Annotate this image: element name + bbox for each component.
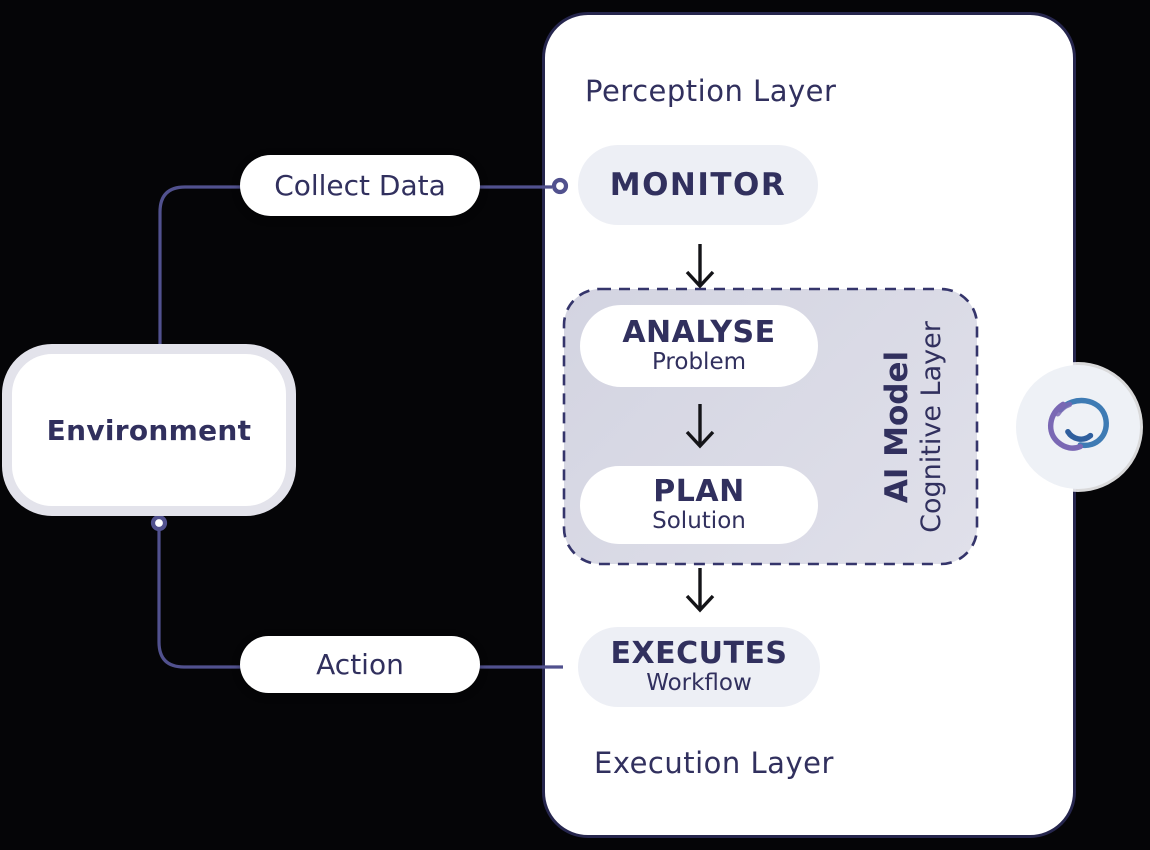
collect-data-node: Collect Data xyxy=(240,155,480,216)
ai-model-label: AI Model xyxy=(878,350,915,504)
cognitive-layer-label: Cognitive Layer xyxy=(915,321,947,533)
analyse-title: ANALYSE xyxy=(622,315,776,351)
monitor-title: MONITOR xyxy=(609,166,787,203)
executes-subtitle: Workflow xyxy=(646,670,752,697)
perception-layer-label: Perception Layer xyxy=(585,74,837,108)
cognitive-layer-caption: AI Model Cognitive Layer xyxy=(879,321,947,533)
environment-to-collect-line xyxy=(158,185,242,346)
analyse-node: ANALYSE Problem xyxy=(580,305,818,387)
collect-data-label: Collect Data xyxy=(274,169,446,202)
swirl-logo-glyph xyxy=(1048,397,1109,451)
environment-to-action-line xyxy=(157,531,242,669)
action-label: Action xyxy=(316,648,404,681)
plan-subtitle: Solution xyxy=(652,508,746,535)
execution-layer-label: Execution Layer xyxy=(594,746,834,780)
executes-node: EXECUTES Workflow xyxy=(578,627,820,707)
analyse-subtitle: Problem xyxy=(651,349,747,376)
environment-node: Environment xyxy=(2,344,296,516)
monitor-node: MONITOR xyxy=(578,145,818,225)
connector-dot xyxy=(150,514,168,532)
environment-label: Environment xyxy=(46,413,252,447)
plan-node: PLAN Solution xyxy=(580,466,818,544)
executes-title: EXECUTES xyxy=(610,636,788,672)
swirl-logo-icon xyxy=(1016,365,1140,489)
plan-title: PLAN xyxy=(653,474,745,510)
action-node: Action xyxy=(240,636,480,693)
